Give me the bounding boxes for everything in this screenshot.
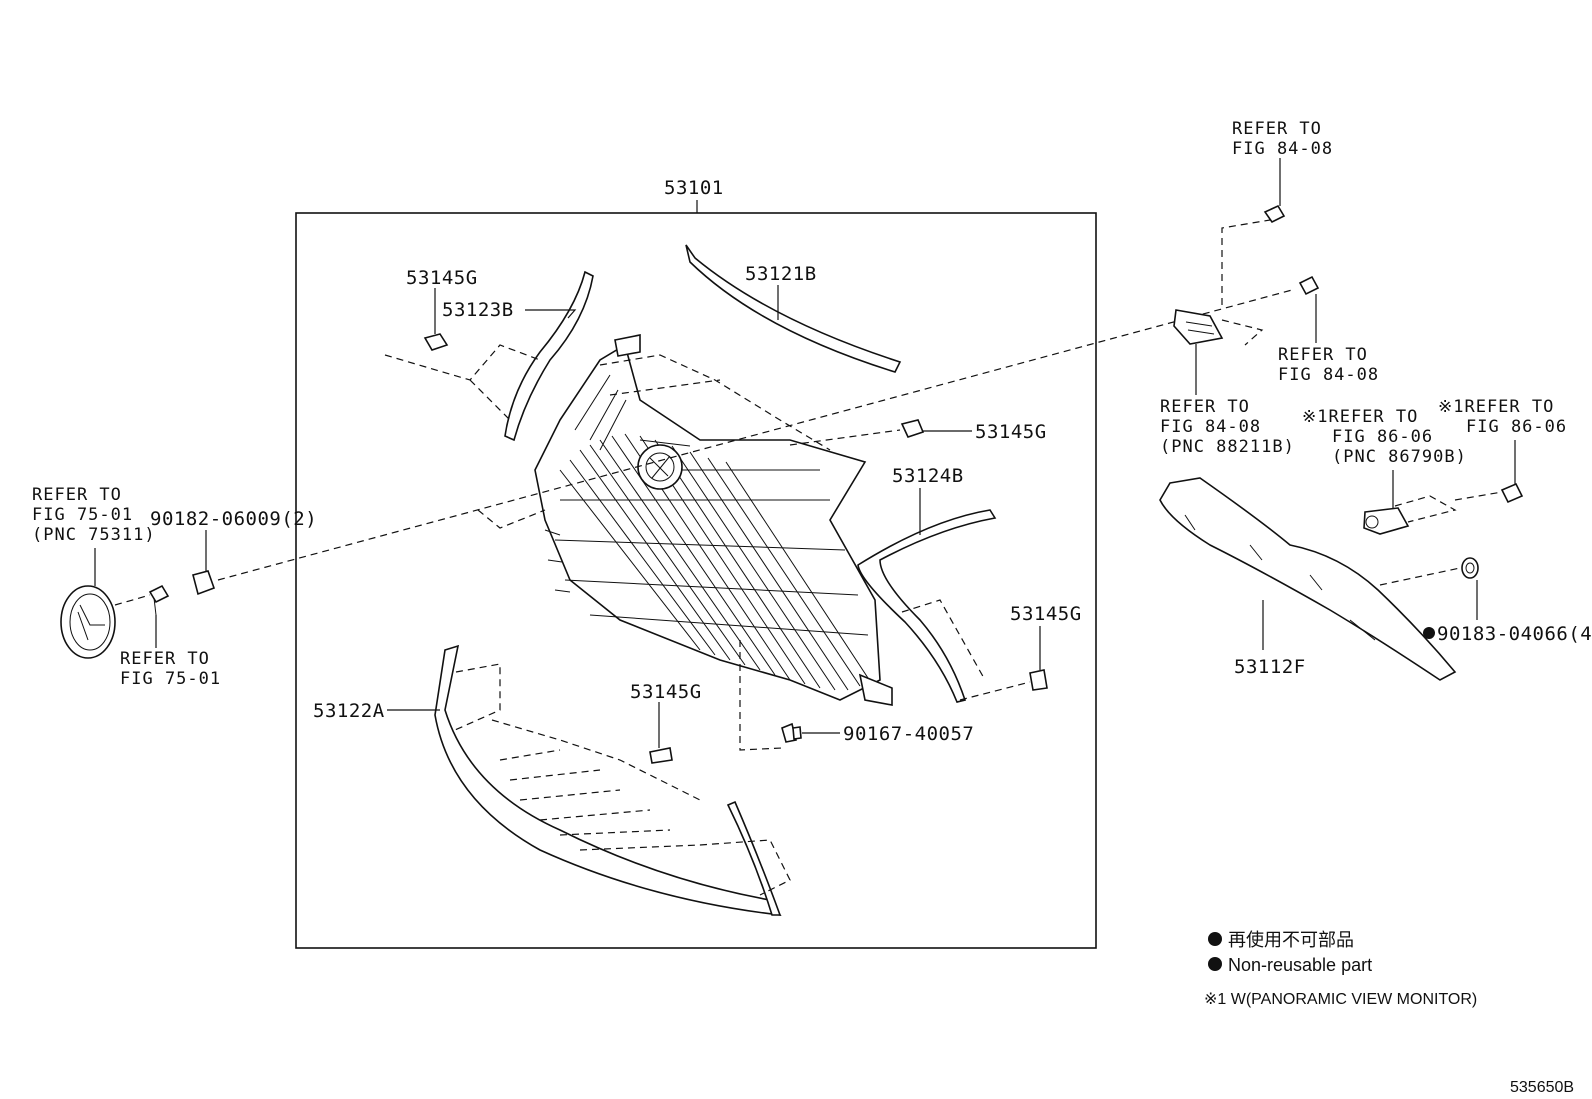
ref-sensor: REFER TO FIG 84-08 (PNC 88211B) bbox=[1160, 397, 1295, 457]
sensor-bolt-mid bbox=[1298, 275, 1320, 296]
legend-note: ※1 W(PANORAMIC VIEW MONITOR) bbox=[1204, 991, 1477, 1008]
svg-text:REFER TO: REFER TO bbox=[1160, 397, 1250, 417]
clip-53145g-b bbox=[900, 419, 925, 438]
part-label-53145g-b: 53145G bbox=[975, 421, 1047, 443]
part-label-53121b: 53121B bbox=[745, 263, 817, 285]
sensor-bolt-top bbox=[1263, 204, 1286, 224]
legend-line-1: 再使用不可部品 bbox=[1228, 930, 1354, 950]
part-label-90167-40057: 90167-40057 bbox=[843, 723, 974, 745]
part-label-53145g-d: 53145G bbox=[630, 681, 702, 703]
clip-53145g-a bbox=[423, 333, 449, 351]
ref-emblem-bolt: REFER TO FIG 75-01 bbox=[120, 649, 221, 689]
part-label-90182-06009: 90182-06009(2) bbox=[150, 508, 317, 530]
part-label-53123b: 53123B bbox=[442, 299, 514, 321]
svg-text:FIG 84-08: FIG 84-08 bbox=[1232, 139, 1333, 159]
upper-molding-53121b bbox=[685, 244, 902, 373]
screw-90167-40057 bbox=[781, 722, 802, 743]
grommet bbox=[1461, 557, 1479, 579]
svg-text:FIG 84-08: FIG 84-08 bbox=[1278, 365, 1379, 385]
svg-text:REFER TO: REFER TO bbox=[32, 485, 122, 505]
svg-text:REFER TO: REFER TO bbox=[120, 649, 210, 669]
svg-text:※1REFER TO: ※1REFER TO bbox=[1438, 397, 1554, 417]
emblem-bolt bbox=[148, 584, 170, 616]
svg-text:FIG 86-06: FIG 86-06 bbox=[1466, 417, 1567, 437]
svg-text:FIG 84-08: FIG 84-08 bbox=[1160, 417, 1261, 437]
svg-text:REFER TO: REFER TO bbox=[1232, 119, 1322, 139]
svg-text:(PNC 88211B): (PNC 88211B) bbox=[1160, 437, 1295, 457]
assembly-frame bbox=[295, 212, 1097, 949]
ref-mid-right: REFER TO FIG 84-08 bbox=[1278, 345, 1379, 385]
ref-camera: ※1REFER TO FIG 86-06 (PNC 86790B) bbox=[1302, 407, 1467, 467]
ref-camera-bolt: ※1REFER TO FIG 86-06 bbox=[1438, 397, 1567, 437]
figure-id: 535650B bbox=[1510, 1079, 1574, 1096]
svg-text:FIG 86-06: FIG 86-06 bbox=[1332, 427, 1433, 447]
part-label-90183-04066: 90183-04066(4) bbox=[1437, 623, 1592, 645]
svg-text:※1REFER TO: ※1REFER TO bbox=[1302, 407, 1418, 427]
clip-53145g-c bbox=[1029, 669, 1048, 691]
svg-text:(PNC 86790B): (PNC 86790B) bbox=[1332, 447, 1467, 467]
svg-text:FIG 75-01: FIG 75-01 bbox=[32, 505, 133, 525]
ref-top-right: REFER TO FIG 84-08 bbox=[1232, 119, 1333, 159]
radar-sensor bbox=[1173, 309, 1224, 345]
assembly-number: 53101 bbox=[664, 177, 724, 199]
legend-bullet-1 bbox=[1208, 932, 1222, 946]
nut-90182 bbox=[192, 570, 216, 596]
part-label-53145g-c: 53145G bbox=[1010, 603, 1082, 625]
right-molding-53124b bbox=[857, 509, 997, 703]
svg-text:(PNC 75311): (PNC 75311) bbox=[32, 525, 156, 545]
legend-line-2: Non-reusable part bbox=[1228, 955, 1372, 975]
clip-53145g-d bbox=[649, 747, 673, 764]
emblem bbox=[60, 585, 116, 659]
camera-bolt bbox=[1500, 482, 1524, 504]
legend-bullet-2 bbox=[1208, 957, 1222, 971]
part-label-53122a: 53122A bbox=[313, 700, 385, 722]
ref-emblem: REFER TO FIG 75-01 (PNC 75311) bbox=[32, 485, 156, 545]
svg-text:REFER TO: REFER TO bbox=[1278, 345, 1368, 365]
camera bbox=[1363, 507, 1410, 535]
grille-body bbox=[534, 334, 893, 706]
svg-text:FIG 75-01: FIG 75-01 bbox=[120, 669, 221, 689]
part-label-53112f: 53112F bbox=[1234, 656, 1306, 678]
non-reusable-mark-90183 bbox=[1423, 627, 1435, 639]
lower-molding-53122a bbox=[434, 644, 782, 916]
part-label-53124b: 53124B bbox=[892, 465, 964, 487]
part-label-53145g-a: 53145G bbox=[406, 267, 478, 289]
bracket-53112f bbox=[1159, 477, 1457, 681]
